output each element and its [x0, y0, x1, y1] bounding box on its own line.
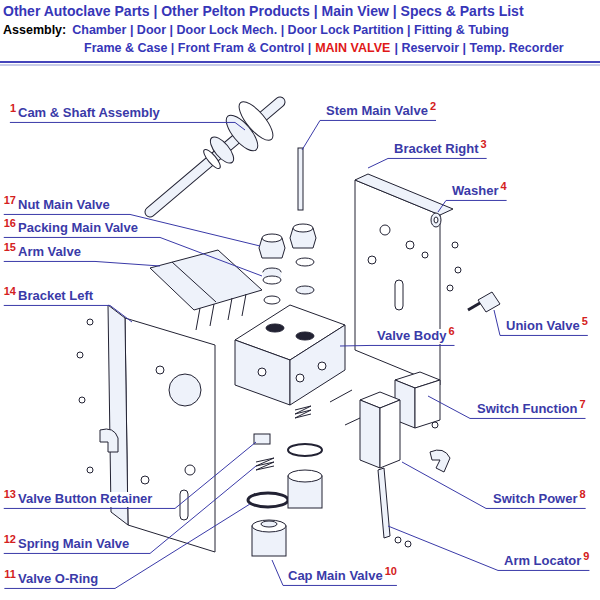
callout-number: 2 — [430, 100, 436, 113]
callout-number: 17 — [4, 194, 16, 207]
part-name: Cap Main Valve — [287, 569, 384, 584]
nav-current: MAIN VALVE — [315, 41, 390, 55]
part-name: Washer — [451, 184, 499, 199]
part-name: Bracket Right — [393, 142, 480, 157]
leader-line — [494, 310, 588, 335]
leader-line — [402, 462, 586, 508]
leader-line — [4, 261, 160, 266]
callout-number: 16 — [4, 217, 16, 230]
leader-line — [4, 214, 260, 246]
part-name: Spring Main Valve — [17, 537, 130, 552]
nav-links: Frame & Case | Front Fram & Control | — [84, 41, 311, 55]
nav-heading: Assembly: — [3, 23, 66, 37]
part-name: Arm Locator — [503, 554, 582, 569]
part-name: Switch Function — [476, 402, 578, 417]
nav-links: Other Autoclave Parts | Other Pelton Pro… — [3, 3, 524, 19]
leader-line — [4, 237, 262, 276]
callout-number: 10 — [385, 565, 397, 578]
leader-line — [4, 466, 256, 553]
callout-number: 7 — [579, 398, 585, 411]
callout-number: 4 — [500, 180, 506, 193]
nav-links: | Reservoir | Temp. Recorder — [394, 41, 563, 55]
nav-links: Chamber | Door | Door Lock Mech. | Door … — [72, 23, 509, 37]
callout-number: 11 — [4, 568, 16, 581]
part-name: Valve Button Retainer — [17, 492, 153, 507]
part-name: Valve O-Ring — [17, 572, 99, 587]
leader-line — [4, 442, 256, 508]
part-name: Bracket Left — [17, 289, 94, 304]
part-name: Packing Main Valve — [17, 221, 139, 236]
callout-number: 1 — [10, 102, 16, 115]
callout-number: 15 — [4, 241, 16, 254]
part-name: Arm Valve — [17, 245, 82, 260]
callout-number: 3 — [481, 138, 487, 151]
leader-line — [388, 526, 589, 570]
leader-line — [368, 158, 487, 168]
callout-number: 8 — [580, 488, 586, 501]
leader-line — [4, 305, 132, 322]
leader-line — [340, 345, 455, 347]
part-name: Nut Main Valve — [17, 198, 111, 213]
callout-number: 13 — [4, 488, 16, 501]
leader-line — [438, 200, 507, 212]
leader-line — [10, 122, 245, 130]
callout-number: 5 — [582, 315, 588, 328]
part-name: Union Valve — [505, 319, 581, 334]
part-name: Valve Body — [376, 329, 447, 344]
part-name: Stem Main Valve — [325, 104, 429, 119]
callout-number: 14 — [4, 285, 16, 298]
part-name: Switch Power — [492, 492, 579, 507]
part-name: Cam & Shaft Assembly — [17, 106, 161, 121]
callout-number: 6 — [448, 325, 454, 338]
leader-line — [428, 396, 586, 418]
callout-number: 12 — [4, 533, 16, 546]
leader-line — [272, 560, 397, 585]
callout-number: 9 — [583, 550, 589, 563]
leader-line — [4, 504, 250, 588]
